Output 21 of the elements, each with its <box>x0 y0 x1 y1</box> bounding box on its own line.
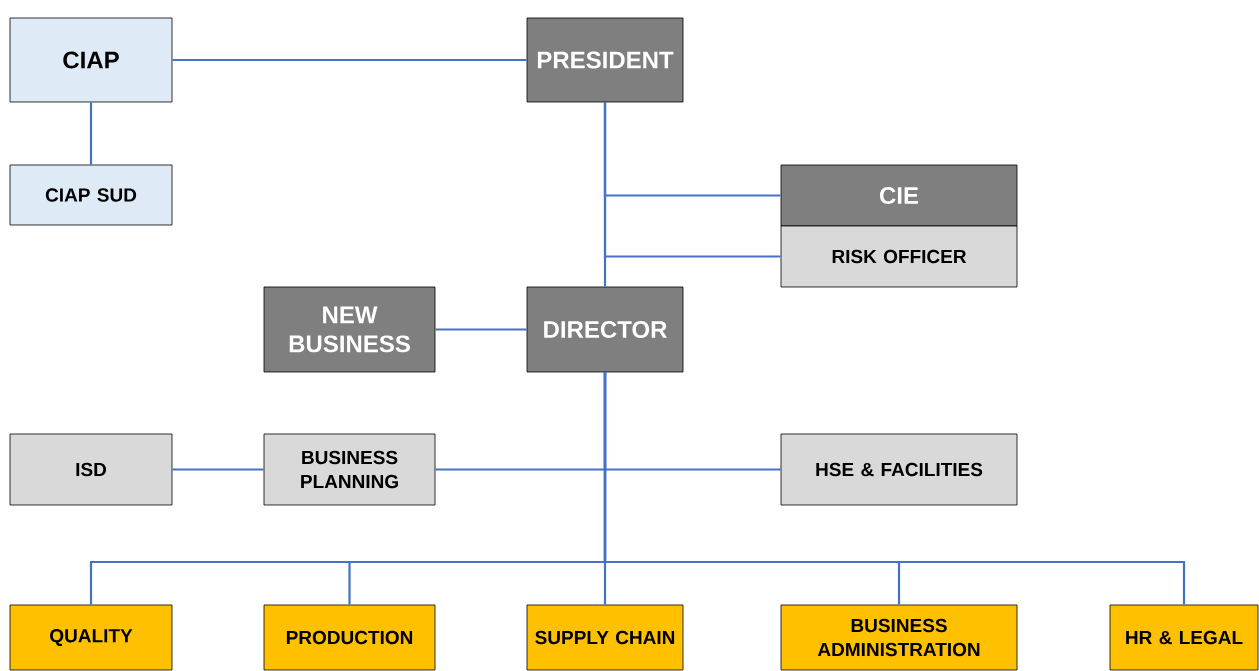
department-box: SUPPLY CHAIN <box>526 604 684 671</box>
department-box: QUALITY <box>9 604 173 671</box>
connector-line <box>603 372 1186 605</box>
connector-line <box>435 328 527 331</box>
org-box: ISD <box>9 433 173 506</box>
connector-line <box>89 102 93 165</box>
department-box: BUSINESS ADMINISTRATION <box>780 604 1018 671</box>
department-box: PRODUCTION <box>263 604 436 671</box>
connector-line <box>172 468 264 471</box>
department-box: HR & LEGAL <box>1109 604 1259 671</box>
org-box: CIAP SUD <box>9 164 173 226</box>
org-box: PRESIDENT <box>526 17 684 103</box>
org-box: HSE & FACILITIES <box>780 433 1018 506</box>
org-box: RISK OFFICER <box>780 225 1018 288</box>
connector-line <box>172 58 527 62</box>
org-box: BUSINESS PLANNING <box>263 433 436 506</box>
org-box: CIAP <box>9 17 173 103</box>
org-box: CIE <box>780 164 1018 227</box>
org-box: DIRECTOR <box>526 286 684 373</box>
connector-line <box>603 102 607 287</box>
org-box: NEW BUSINESS <box>263 286 436 373</box>
